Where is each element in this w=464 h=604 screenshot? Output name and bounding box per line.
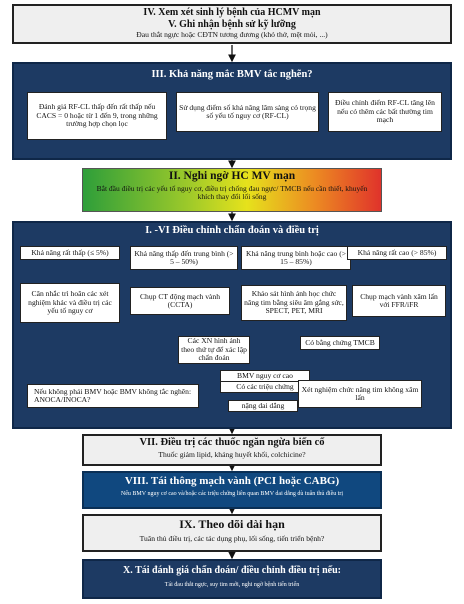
prob-very-high-box: Khả năng rất cao (> 85%) <box>347 246 447 260</box>
section-iv-v <box>12 4 452 44</box>
section-vii-subtitle: Thuốc giảm lipid, kháng huyết khối, colc… <box>158 450 306 459</box>
section-ix <box>82 514 382 552</box>
imaging-order-note: Các XN hình ảnh theo thứ tự để xác lập c… <box>178 336 250 364</box>
section-ii-subtitle: Bắt đầu điều trị các yếu tố nguy cơ, điề… <box>96 184 368 202</box>
section-viii-subtitle: Nếu BMV nguy cơ cao và/hoặc các triệu ch… <box>120 491 344 497</box>
ccta-box: Chụp CT động mạch vành (CCTA) <box>130 287 230 315</box>
section-iv-title: IV. Xem xét sinh lý bệnh của HCMV mạn <box>143 7 321 18</box>
section-v-subtitle: Đau thắt ngực hoặc CĐTN tương đương (khó… <box>136 30 328 39</box>
prob-very-low-box: Khả năng rất thấp (≤ 5%) <box>20 246 120 260</box>
section-x <box>82 559 382 599</box>
rf-cl-box: Sử dụng điểm số khả năng lâm sàng có trọ… <box>176 92 319 132</box>
section-viii <box>82 471 382 509</box>
section-i-vi-title: I. -VI Điều chỉnh chẩn đoán và điều trị <box>145 225 319 236</box>
symptoms-note: Có các triệu chứng <box>220 381 310 393</box>
section-vii <box>82 434 382 466</box>
section-iii-title: III. Khả năng mắc BMV tắc nghẽn? <box>151 69 313 80</box>
invasive-angiography-box: Chụp mạch vành xâm lấn với FFR/iFR <box>352 285 446 317</box>
rf-cl-adjust-box: Điều chỉnh điểm RF-CL tăng lên nếu có th… <box>328 92 442 132</box>
anoca-inoca-box: Nếu không phải BMV hoặc BMV không tắc ng… <box>27 384 199 408</box>
prob-moderate-high-box: Khả năng trung bình hoặc cao (> 15 – 85%… <box>241 246 351 270</box>
functional-imaging-box: Khảo sát hình ảnh học chức năng tim bằng… <box>241 285 347 321</box>
ischemia-evidence-note: Có bằng chứng TMCB <box>300 336 380 350</box>
section-v-title: V. Ghi nhận bệnh sử kỹ lưỡng <box>168 19 296 30</box>
section-vii-title: VII. Điều trị các thuốc ngăn ngừa biến c… <box>139 437 325 448</box>
section-ix-subtitle: Tuân thủ điều trị, các tác dụng phụ, lối… <box>139 534 325 543</box>
section-x-title: X. Tái đánh giá chẩn đoán/ điều chỉnh đi… <box>123 565 341 576</box>
defer-testing-box: Cân nhắc trì hoãn các xét nghiệm khác và… <box>20 283 120 323</box>
prob-low-moderate-box: Khả năng thấp đến trung bình (> 5 – 50%) <box>130 246 238 270</box>
section-ix-title: IX. Theo dõi dài hạn <box>179 517 285 531</box>
cacs-box: Đánh giá RF-CL thấp đến rất thấp nếu CAC… <box>27 92 167 140</box>
section-ii-title: II. Nghi ngờ HC MV mạn <box>168 170 296 182</box>
section-ii <box>82 168 382 212</box>
persistent-note: nặng dai dẳng <box>228 400 298 412</box>
noninvasive-test-box: Xét nghiệm chức năng tim không xâm lấn <box>298 380 422 408</box>
section-x-subtitle: Tái đau thắt ngực, suy tim mới, nghi ngờ… <box>164 582 300 588</box>
section-viii-title: VIII. Tái thông mạch vành (PCI hoặc CABG… <box>124 475 340 487</box>
